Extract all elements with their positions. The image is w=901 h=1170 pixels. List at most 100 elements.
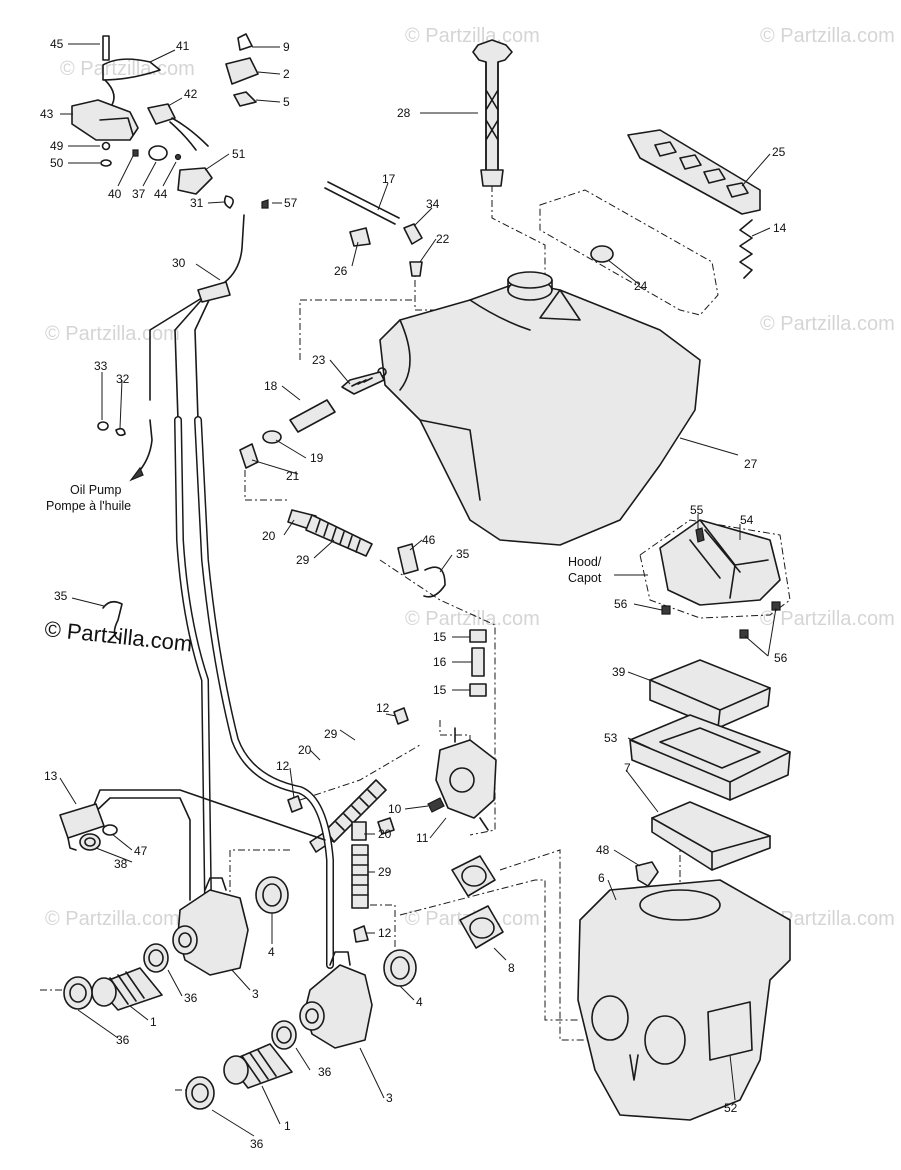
oil-pump-note: Oil Pump xyxy=(70,483,121,497)
callout-35: 35 xyxy=(54,589,68,603)
callout-12: 12 xyxy=(276,759,290,773)
sleeve-29 xyxy=(351,844,369,909)
callout-45: 45 xyxy=(50,37,64,51)
callout-29: 29 xyxy=(296,553,310,567)
callout-1: 1 xyxy=(284,1119,291,1133)
valve-23 xyxy=(341,371,385,395)
callout-54: 54 xyxy=(740,513,754,527)
callout-33: 33 xyxy=(94,359,108,373)
connector-2 xyxy=(225,57,259,85)
callout-15: 15 xyxy=(433,630,447,644)
callout-36: 36 xyxy=(250,1137,264,1151)
clip-35 xyxy=(423,566,446,598)
callout-35: 35 xyxy=(456,547,470,561)
callout-39: 39 xyxy=(612,665,626,679)
fitting-22 xyxy=(409,261,423,277)
callout-26: 26 xyxy=(334,264,348,278)
clip-32 xyxy=(115,427,126,437)
clip-9 xyxy=(237,33,253,51)
plate-7 xyxy=(651,801,771,871)
clip-35 xyxy=(102,600,123,641)
callout-6: 6 xyxy=(598,871,605,885)
ring-37 xyxy=(148,145,168,161)
decal-52 xyxy=(707,1001,753,1061)
watermark: © Partzilla.com xyxy=(760,908,895,930)
intake-silencer-cover-54 xyxy=(659,519,781,606)
elbow-21 xyxy=(239,443,259,469)
fuel-gauge-cap-28 xyxy=(472,39,513,179)
pin-40 xyxy=(132,149,139,157)
screw-56 xyxy=(739,629,749,639)
leader-lines xyxy=(59,43,777,1137)
fuel-pump-11 xyxy=(435,739,497,819)
switch-42 xyxy=(147,103,176,125)
callout-20: 20 xyxy=(262,529,276,543)
throttle-lever-51 xyxy=(177,167,213,195)
screw-10 xyxy=(427,797,445,813)
hood-note: Hood/ xyxy=(568,555,602,569)
filter-39 xyxy=(649,659,771,729)
clamp-12 xyxy=(353,925,369,943)
callout-4: 4 xyxy=(416,995,423,1009)
callout-17: 17 xyxy=(382,172,396,186)
watermark: © Partzilla.com xyxy=(760,25,895,47)
callout-42: 42 xyxy=(184,87,198,101)
clamp-36 xyxy=(185,1076,215,1110)
throttle-housing-group xyxy=(71,33,269,482)
vent-tube-17 xyxy=(324,181,400,225)
callout-5: 5 xyxy=(283,95,290,109)
callout-49: 49 xyxy=(50,139,64,153)
callout-51: 51 xyxy=(232,147,246,161)
callout-8: 8 xyxy=(508,961,515,975)
callout-36: 36 xyxy=(318,1065,332,1079)
callout-38: 38 xyxy=(114,857,128,871)
callout-2: 2 xyxy=(283,67,290,81)
clamp-12 xyxy=(287,795,303,813)
callout-37: 37 xyxy=(132,187,146,201)
clamp-12 xyxy=(393,707,409,725)
callout-27: 27 xyxy=(744,457,758,471)
callout-12: 12 xyxy=(376,701,390,715)
vent-cap-26 xyxy=(349,227,371,247)
screw-56 xyxy=(661,605,671,615)
fuel-tank-27 xyxy=(379,281,701,546)
fuel-tank-group xyxy=(239,39,761,598)
callout-20: 20 xyxy=(298,743,312,757)
ferrule-57 xyxy=(261,199,269,209)
hose-16 xyxy=(471,647,485,677)
callout-44: 44 xyxy=(154,187,168,201)
callout-55: 55 xyxy=(690,503,704,517)
callout-41: 41 xyxy=(176,39,190,53)
callout-9: 9 xyxy=(283,40,290,54)
callout-29: 29 xyxy=(324,727,338,741)
screw-56 xyxy=(771,601,781,611)
hose-18 xyxy=(289,399,336,433)
spring-44 xyxy=(174,153,182,161)
callout-25: 25 xyxy=(772,145,786,159)
carburetor-group xyxy=(59,416,504,1110)
watermark: © Partzilla.com xyxy=(760,313,895,335)
callout-36: 36 xyxy=(184,991,198,1005)
boot-8 xyxy=(459,905,504,949)
callout-10: 10 xyxy=(388,802,402,816)
clamp-36 xyxy=(63,976,93,1010)
callout-32: 32 xyxy=(116,372,130,386)
air-silencer-group xyxy=(577,519,791,1121)
watermark: © Partzilla.com xyxy=(405,25,540,47)
callout-12: 12 xyxy=(378,926,392,940)
sleeve-29 xyxy=(305,514,373,557)
notes: Oil Pump Pompe à l'huile Hood/ Capot xyxy=(46,483,602,585)
callout-4: 4 xyxy=(268,945,275,959)
washer-49 xyxy=(101,141,111,151)
clamp-15-top xyxy=(469,629,487,643)
terminal-5 xyxy=(233,91,257,107)
screw-55 xyxy=(695,527,705,543)
callout-3: 3 xyxy=(386,1091,393,1105)
clamp-4 xyxy=(383,949,417,987)
spring-14 xyxy=(739,219,753,279)
callout-7: 7 xyxy=(624,761,631,775)
callout-1: 1 xyxy=(150,1015,157,1029)
callout-47: 47 xyxy=(134,844,148,858)
callout-31: 31 xyxy=(190,196,204,210)
